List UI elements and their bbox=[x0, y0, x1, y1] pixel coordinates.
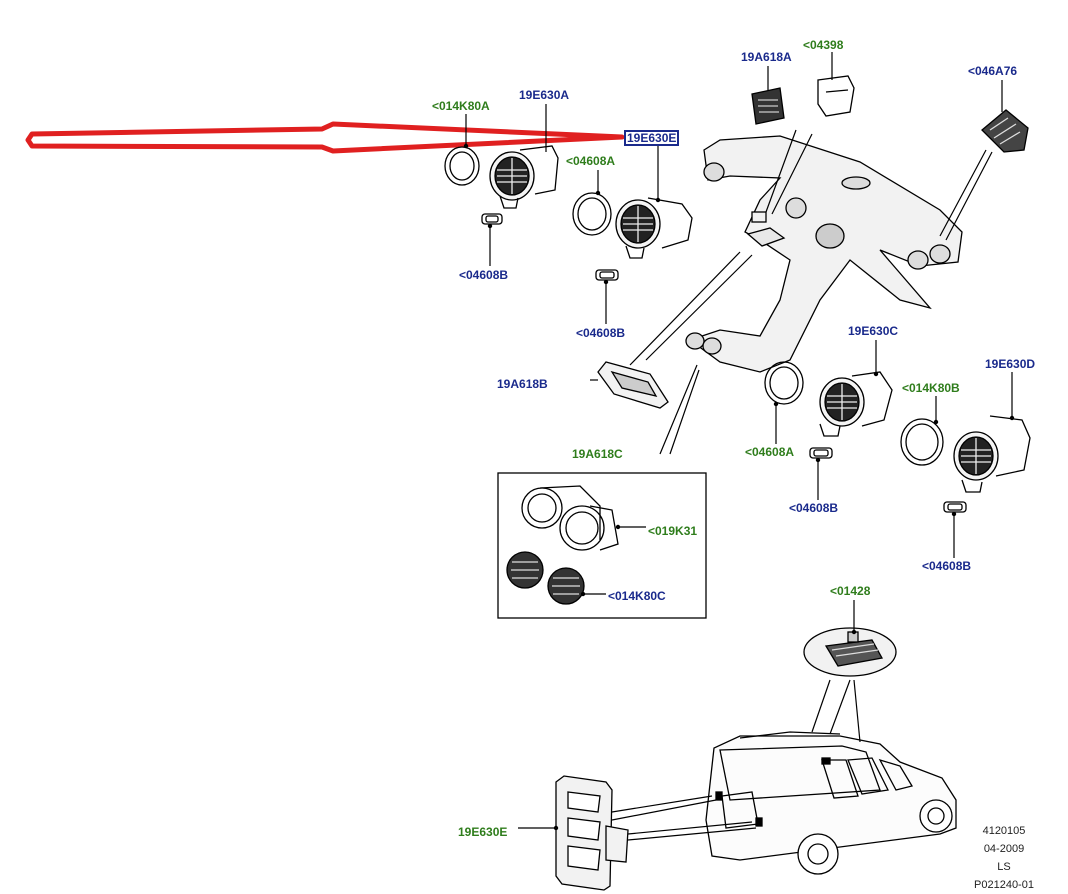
clip-04398 bbox=[817, 75, 855, 117]
box-19A618C bbox=[497, 472, 707, 619]
vent-assembly-19E630C bbox=[764, 361, 893, 459]
label-04608B-far-right: <04608B bbox=[922, 559, 972, 573]
label-014K80B: <014K80B bbox=[902, 381, 960, 395]
label-19A618A: 19A618A bbox=[741, 50, 792, 64]
vent-19A618B bbox=[597, 361, 669, 409]
drawing-code: LS bbox=[997, 861, 1011, 873]
label-19A618C: 19A618C bbox=[572, 447, 623, 461]
vent-19A618A bbox=[751, 87, 785, 125]
label-01428: <01428 bbox=[830, 584, 871, 598]
roof-vent-01428 bbox=[803, 627, 897, 677]
label-04608B-left: <04608B bbox=[459, 268, 509, 282]
label-19E630A: 19E630A bbox=[519, 88, 570, 102]
drawing-date: 04-2009 bbox=[983, 843, 1025, 855]
label-19E630E-rear: 19E630E bbox=[458, 825, 508, 839]
label-04608A-right: <04608A bbox=[745, 445, 795, 459]
label-04608B-middle: <04608B bbox=[576, 326, 626, 340]
label-19E630D: 19E630D bbox=[985, 357, 1036, 371]
label-04608A-top: <04608A bbox=[566, 154, 616, 168]
label-19E630C: 19E630C bbox=[848, 324, 899, 338]
vent-assembly-19E630D bbox=[900, 415, 1031, 513]
drawing-info-block: 4120105 04-2009 LS P021240-01 bbox=[966, 822, 1042, 894]
vent-assembly-19E630A bbox=[444, 145, 559, 225]
leader-lines bbox=[465, 52, 1013, 841]
red-pointer-arrow bbox=[25, 121, 625, 154]
dashboard-duct-assembly bbox=[685, 135, 963, 373]
leader-dots bbox=[463, 143, 1015, 831]
label-04398: <04398 bbox=[803, 38, 844, 52]
label-014K80C: <014K80C bbox=[608, 589, 666, 603]
label-014K80A: <014K80A bbox=[432, 99, 490, 113]
label-019K31: <019K31 bbox=[648, 524, 698, 538]
label-19E630E-highlighted: 19E630E bbox=[624, 130, 680, 146]
drawing-number: 4120105 bbox=[982, 825, 1026, 837]
rear-duct-19E630E bbox=[555, 775, 629, 891]
vent-assembly-19E630E bbox=[572, 192, 693, 281]
label-19A618B: 19A618B bbox=[497, 377, 548, 391]
vehicle-outline bbox=[705, 731, 957, 875]
drawing-reference: P021240-01 bbox=[974, 879, 1034, 891]
label-04608B-right: <04608B bbox=[789, 501, 839, 515]
label-046A76: <046A76 bbox=[968, 64, 1018, 78]
vent-grille-046A76 bbox=[981, 109, 1029, 153]
